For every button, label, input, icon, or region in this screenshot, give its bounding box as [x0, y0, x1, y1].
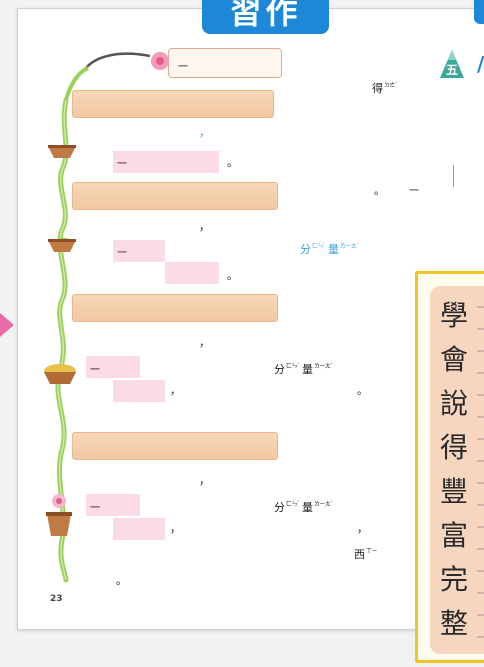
lesson-mountain-icon [440, 50, 464, 78]
answer-blank[interactable] [113, 240, 165, 262]
comma: ， [357, 522, 368, 535]
scroll-text: 一 [178, 62, 188, 73]
yi-text: 一 [409, 186, 419, 197]
tips-panel: 學 會 說 得 豐 富 完 整 [430, 286, 484, 654]
comma: ， [170, 522, 181, 535]
banner-strip [72, 182, 278, 210]
lesson-number: 五 [445, 63, 458, 77]
period: 。 [357, 384, 368, 397]
next-tab[interactable] [474, 0, 484, 24]
cropped-text-column [477, 292, 484, 648]
comma: ， [170, 384, 181, 397]
title-scroll [168, 48, 282, 78]
tip-char: 學 [439, 299, 468, 332]
word-liang: 量ㄌㄧㄤˋ [302, 501, 334, 514]
yi-text: 一 [90, 503, 100, 514]
tip-char: 得 [439, 431, 468, 464]
answer-blank[interactable] [113, 380, 165, 402]
word-fen: 分ㄈㄣˋ [300, 243, 326, 256]
tip-char: 整 [439, 607, 468, 640]
word-fen: 分ㄈㄣˋ [274, 363, 300, 376]
word-fen: 分ㄈㄣˋ [274, 501, 300, 514]
answer-blank[interactable] [113, 518, 165, 540]
word-liang: 量ㄌㄧㄤˋ [328, 243, 360, 256]
comma: ， [199, 336, 210, 349]
tip-char: 會 [439, 343, 468, 376]
comma: ， [199, 474, 210, 487]
answer-blank[interactable] [113, 151, 219, 173]
tip-char: 完 [439, 563, 468, 596]
banner-strip [72, 432, 278, 460]
bowl-icon [48, 239, 76, 252]
divider-line [453, 165, 454, 187]
page-title: 習作 [202, 0, 329, 34]
comma: ， [199, 126, 210, 139]
answer-blank[interactable] [86, 494, 140, 516]
banner-strip [72, 90, 274, 118]
banner-strip [72, 294, 278, 322]
tip-char: 富 [439, 519, 468, 552]
word-xi: 西ㄒㄧ [354, 548, 378, 561]
comma: ， [199, 220, 210, 233]
yi-text: 一 [117, 248, 127, 259]
period: 。 [227, 269, 238, 282]
prev-page-arrow[interactable] [0, 313, 14, 337]
bowl-icon [48, 145, 76, 158]
answer-blank[interactable] [86, 356, 140, 378]
tips-box: 學 會 說 得 豐 富 完 整 [415, 271, 484, 663]
period: 。 [374, 184, 385, 197]
flower-pot-icon [46, 494, 72, 536]
flower-icon [151, 52, 169, 70]
decorative-slash: / [477, 52, 484, 76]
word-de: 得ㄉㄜˊ [372, 82, 398, 95]
tip-char: 說 [439, 387, 468, 420]
period: 。 [116, 574, 127, 587]
tip-char: 豐 [439, 475, 468, 508]
yi-text: 一 [90, 365, 100, 376]
rice-bowl-icon [44, 364, 76, 384]
period: 。 [227, 156, 238, 169]
page-number: 23 [50, 594, 63, 604]
word-liang: 量ㄌㄧㄤˋ [302, 363, 334, 376]
yi-text: 一 [117, 159, 127, 170]
answer-blank[interactable] [165, 262, 219, 284]
